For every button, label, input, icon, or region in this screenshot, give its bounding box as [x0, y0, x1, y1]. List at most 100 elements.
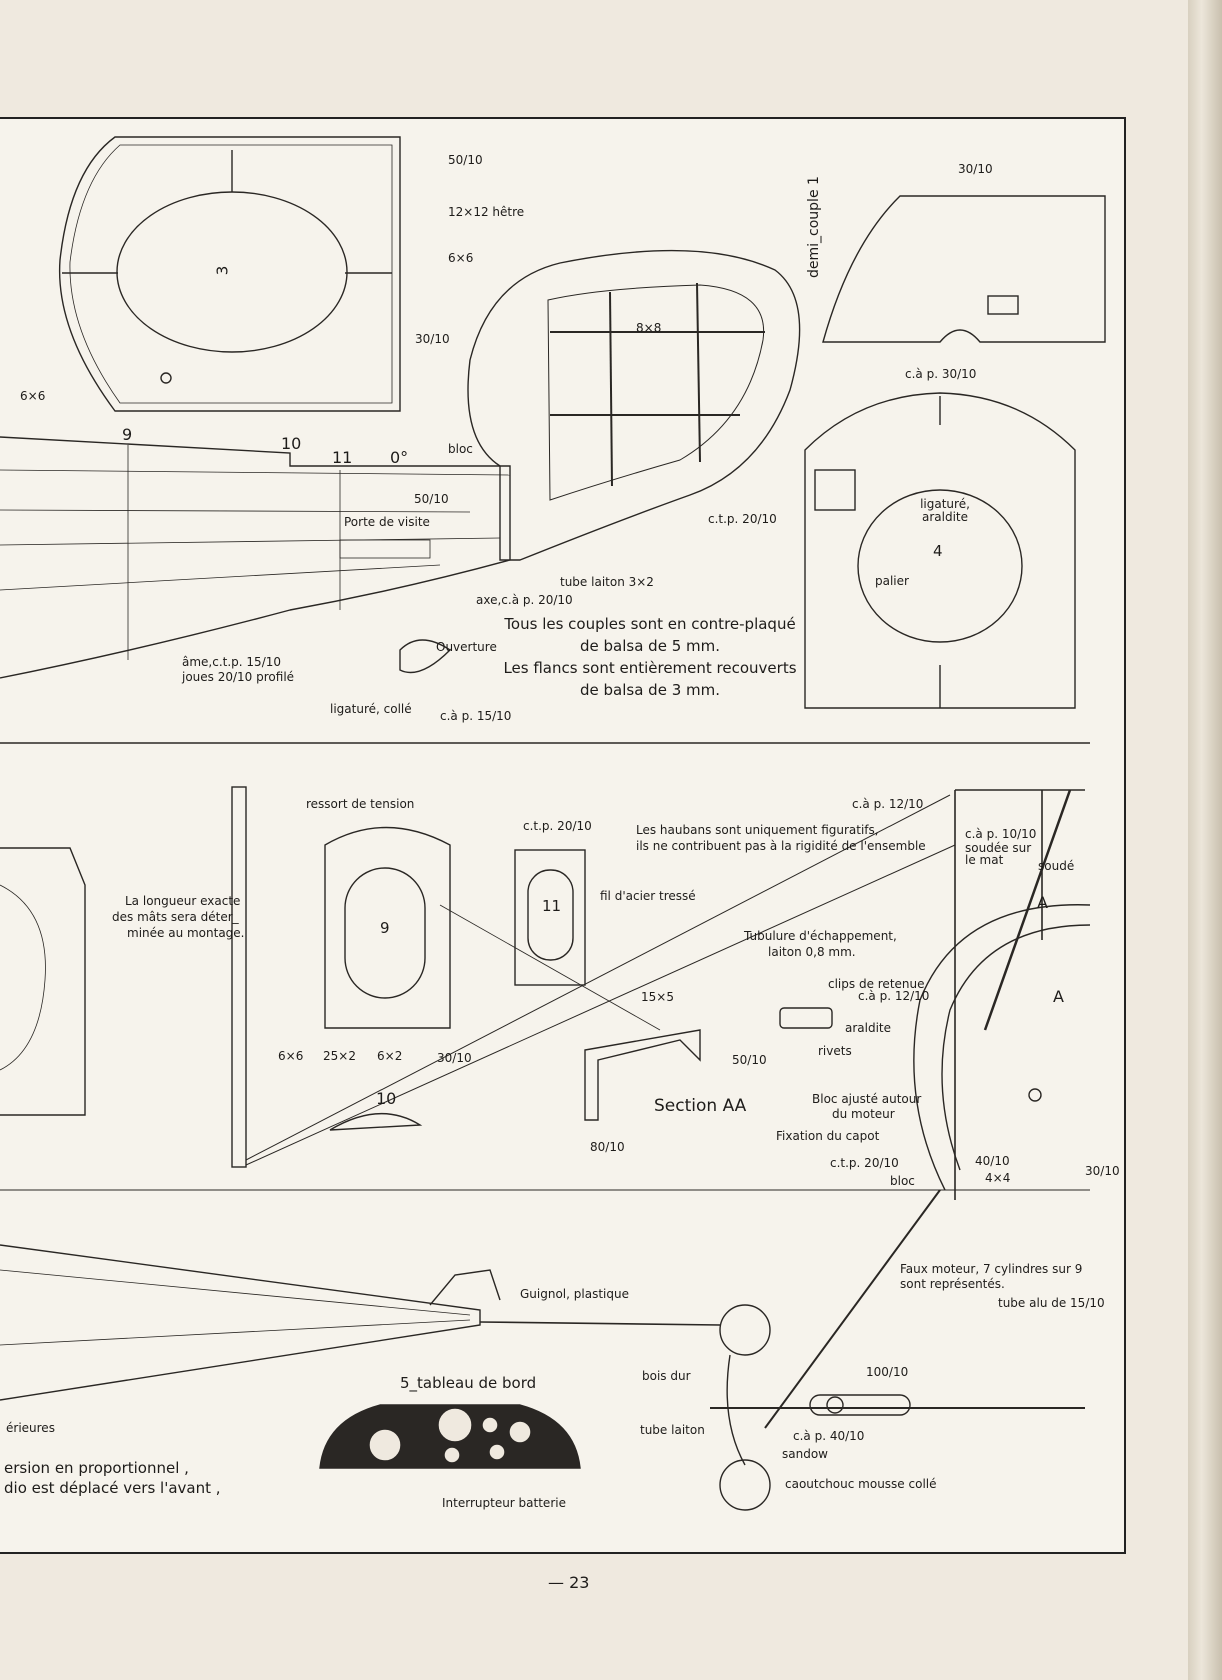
couple-4-label: ligaturé, araldite — [920, 497, 970, 524]
landing-gear — [710, 1189, 1085, 1511]
bottom-label: tube alu de 15/10 — [998, 1296, 1105, 1310]
demi-couple-title: demi_couple 1 — [806, 176, 822, 278]
middle-label: c.t.p. 20/10 — [830, 1156, 899, 1170]
bottom-text-line: dio est déplacé vers l'avant , — [4, 1479, 221, 1497]
demi-couple-1-outline — [822, 195, 1106, 343]
demi-couple-label: 30/10 — [958, 162, 993, 176]
middle-label: Tubulure d'échappement, — [744, 929, 897, 943]
middle-label: bloc — [890, 1174, 915, 1188]
couple-3-outline — [58, 136, 401, 412]
middle-label: 30/10 — [1085, 1164, 1120, 1178]
couple-4-outline — [804, 392, 1076, 709]
station-number: 9 — [122, 425, 133, 444]
station-number: 10 — [281, 434, 302, 453]
construction-note-line: Les flancs sont entièrement recouverts — [503, 659, 797, 677]
bottom-label: 100/10 — [866, 1365, 909, 1379]
drawing-frame — [0, 117, 1126, 1554]
bottom-label: érieures — [6, 1421, 55, 1435]
couple-3-label: 50/10 — [448, 153, 483, 167]
middle-label: rivets — [818, 1044, 852, 1058]
airfoil-profile — [329, 1112, 423, 1131]
bottom-label: Interrupteur batterie — [442, 1496, 566, 1510]
construction-note-line: Tous les couples sont en contre-plaqué — [504, 615, 796, 633]
middle-label: 15×5 — [641, 990, 674, 1004]
fuselage-label: joues 20/10 profilé — [182, 670, 295, 684]
middle-label: c.à p. 12/10 — [852, 797, 924, 811]
middle-label: Bloc ajusté autour — [812, 1092, 922, 1106]
page-number: — 23 — [548, 1573, 590, 1592]
bottom-label: Guignol, plastique — [520, 1287, 629, 1301]
couple-9-number: 9 — [380, 919, 390, 937]
couple-3-label: 6×6 — [20, 389, 46, 403]
couple-4-label: c.à p. 30/10 — [905, 367, 977, 381]
middle-label: soudée sur — [965, 841, 1032, 855]
middle-label: 10 — [376, 1089, 397, 1108]
middle-label: 50/10 — [732, 1053, 767, 1067]
fuselage-label: 8×8 — [636, 321, 662, 335]
middle-label: 30/10 — [437, 1051, 472, 1065]
middle-label: 4×4 — [985, 1171, 1011, 1185]
strut-mast — [231, 786, 247, 1168]
section-marker-a: A — [1053, 987, 1064, 1006]
fuselage-tail-outline — [0, 436, 511, 679]
middle-label: c.à p. 12/10 — [858, 989, 930, 1003]
couple-11-outline — [514, 849, 586, 986]
couple-3-number: 3 — [213, 265, 232, 276]
middle-label: c.à p. 10/10 — [965, 827, 1037, 841]
couple-11-number: 11 — [542, 897, 562, 915]
bottom-label: bois dur — [642, 1369, 691, 1383]
bottom-label: tube laiton — [640, 1423, 705, 1437]
middle-label: le mat — [965, 853, 1004, 867]
rudder-outline — [467, 249, 801, 561]
bottom-label: c.à p. 40/10 — [793, 1429, 865, 1443]
middle-label: fil d'acier tressé — [600, 889, 696, 903]
couple-3-label: 12×12 hêtre — [448, 205, 525, 219]
instrument-panel — [319, 1404, 581, 1469]
bottom-text-line: ersion en proportionnel , — [4, 1459, 189, 1477]
middle-label: Fixation du capot — [776, 1129, 880, 1143]
middle-label: 25×2 — [323, 1049, 356, 1063]
middle-label: c.t.p. 20/10 — [523, 819, 592, 833]
bottom-label: sandow — [782, 1447, 828, 1461]
middle-label: ils ne contribuent pas à la rigidité de … — [636, 839, 926, 853]
fuselage-label: Porte de visite — [344, 515, 430, 529]
section-aa-title: Section AA — [654, 1096, 747, 1116]
construction-note-line: de balsa de 3 mm. — [580, 681, 720, 699]
fuselage-bottom-outline — [0, 1244, 721, 1401]
instrument-panel-title: 5_tableau de bord — [400, 1374, 537, 1392]
bracing-wire-2 — [245, 844, 956, 1166]
couple-3-label: 30/10 — [415, 332, 450, 346]
fuselage-label: ligaturé, collé — [330, 702, 412, 716]
fuselage-label: âme,c.t.p. 15/10 — [182, 655, 281, 669]
couple-9-outline — [324, 826, 451, 1029]
middle-label: Les haubans sont uniquement figuratifs, — [636, 823, 879, 837]
middle-label: La longueur exacte — [125, 894, 241, 908]
section-marker-a: A — [1037, 893, 1048, 912]
middle-label: 80/10 — [590, 1140, 625, 1154]
fuselage-label: Ouverture — [436, 640, 497, 654]
middle-label: minée au montage. — [127, 926, 245, 940]
bottom-label: caoutchouc mousse collé — [785, 1477, 937, 1491]
middle-label: clips de retenue — [828, 977, 925, 991]
middle-label: des mâts sera déter_ — [112, 910, 239, 924]
middle-label: 40/10 — [975, 1154, 1010, 1168]
couple-4-number: 4 — [933, 542, 943, 560]
bottom-label: sont représentés. — [900, 1277, 1005, 1291]
fuselage-label: axe,c.à p. 20/10 — [476, 593, 573, 607]
middle-label: araldite — [845, 1021, 892, 1035]
couple-3-label: 6×6 — [448, 251, 474, 265]
bottom-label: Faux moteur, 7 cylindres sur 9 — [900, 1262, 1083, 1276]
fuselage-label: c.à p. 15/10 — [440, 709, 512, 723]
fuselage-label: 50/10 — [414, 492, 449, 506]
partial-couple-left — [0, 847, 86, 1116]
couple-4-label: palier — [875, 574, 909, 588]
middle-label: soudé — [1038, 859, 1075, 873]
page-binding-edge — [1188, 0, 1222, 1680]
middle-label: 6×2 — [377, 1049, 403, 1063]
cowling-outline — [779, 789, 1091, 1200]
fuselage-label: c.t.p. 20/10 — [708, 512, 777, 526]
fuselage-label: bloc — [448, 442, 473, 456]
middle-label: laiton 0,8 mm. — [768, 945, 856, 959]
